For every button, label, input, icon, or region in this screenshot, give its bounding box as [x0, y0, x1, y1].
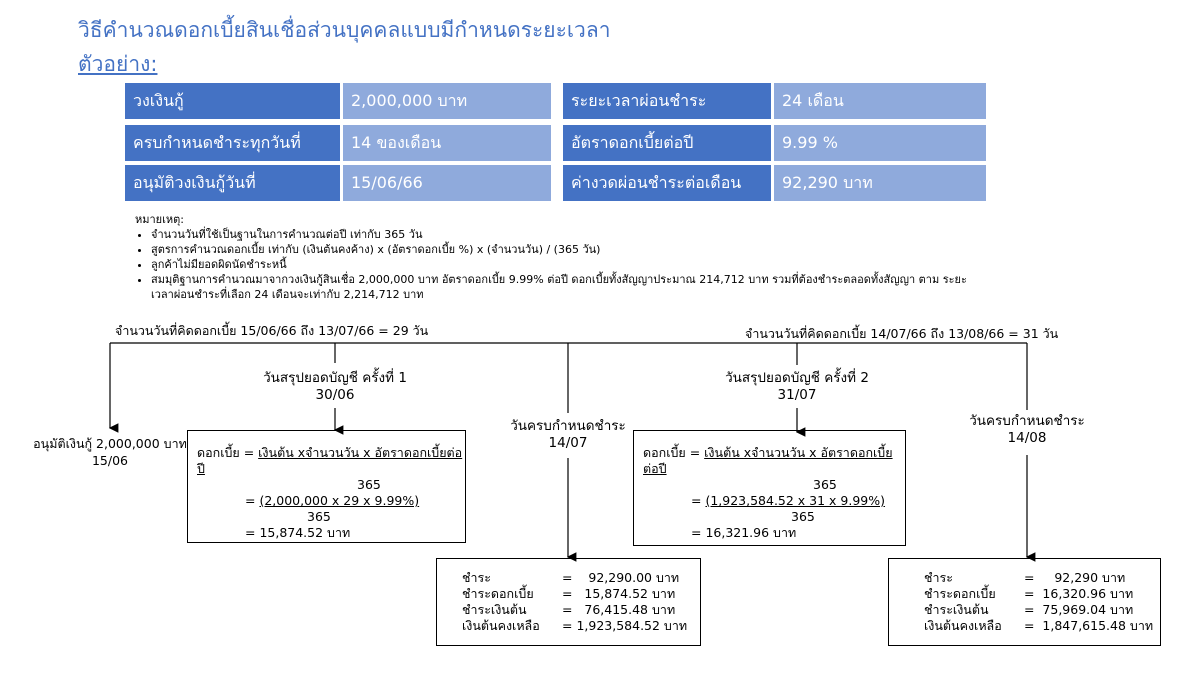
interest-calc-box-1: ดอกเบี้ย = เงินต้น xจำนวนวัน x อัตราดอกเ… — [187, 430, 466, 543]
table-value: 24 เดือน — [774, 83, 986, 119]
payment-label: เงินต้นคงเหลือ — [924, 618, 1002, 633]
period2-label: จำนวนวันที่คิดดอกเบี้ย 14/07/66 ถึง 13/0… — [745, 326, 1059, 341]
table-value: 14 ของเดือน — [343, 125, 551, 161]
approve-date: 15/06 — [91, 453, 129, 468]
calc-denominator: 365 — [813, 477, 837, 492]
calc-eq: = — [691, 493, 706, 508]
table-value: 92,290 บาท — [774, 165, 986, 201]
calc-eq: = — [245, 493, 260, 508]
period1-label: จำนวนวันที่คิดดอกเบี้ย 15/06/66 ถึง 13/0… — [115, 323, 429, 338]
calc-substitution: (1,923,584.52 x 31 x 9.99%) — [705, 493, 886, 508]
due2-text: วันครบกำหนดชำระ — [969, 413, 1085, 429]
calc-substitution: (2,000,000 x 29 x 9.99%) — [259, 493, 420, 508]
payment-box-2: ชำระ = 92,290 บาท ชำระดอกเบี้ย = 16,320.96… — [888, 558, 1161, 646]
page-title: วิธีคำนวณดอกเบี้ยสินเชื่อส่วนบุคคลแบบมีก… — [78, 18, 611, 42]
payment-value: = 76,415.48 บาท — [562, 602, 676, 617]
table-value: 15/06/66 — [343, 165, 551, 201]
payment-value: = 1,847,615.48 บาท — [1024, 618, 1154, 633]
table-label: ค่างวดผ่อนชำระต่อเดือน — [563, 165, 771, 201]
calc-prefix: ดอกเบี้ย = — [197, 445, 259, 460]
due2-date: 14/08 — [1007, 430, 1047, 446]
calc-formula: เงินต้น xจำนวนวัน x อัตราดอกเบี้ยต่อปี — [643, 445, 893, 476]
approve-label: อนุมัติเงินกู้ 2,000,000 บาท 15/06 — [5, 435, 215, 469]
close1-text: วันสรุปยอดบัญชี ครั้งที่ 1 — [263, 370, 407, 386]
payment-value: = 92,290 บาท — [1024, 570, 1126, 585]
notes: หมายเหตุ: จำนวนวันที่ใช้เป็นฐานในการคำนว… — [135, 212, 985, 302]
calc-denominator: 365 — [307, 509, 331, 524]
payment-label: ชำระเงินต้น — [924, 602, 989, 617]
note-item: สูตรการคำนวณดอกเบี้ย เท่ากับ (เงินต้นคงค… — [151, 242, 985, 257]
table-label: อัตราดอกเบี้ยต่อปี — [563, 125, 771, 161]
example-heading: ตัวอย่าง: — [78, 52, 158, 76]
payment-value: = 92,290.00 บาท — [562, 570, 680, 585]
payment-label: ชำระ — [462, 570, 491, 585]
due1-date: 14/07 — [548, 435, 588, 451]
payment-value: = 16,320.96 บาท — [1024, 586, 1134, 601]
calc-prefix: ดอกเบี้ย = — [643, 445, 705, 460]
calc-denominator: 365 — [357, 477, 381, 492]
note-item: ลูกค้าไม่มียอดผิดนัดชำระหนี้ — [151, 257, 985, 272]
calc-result: = 16,321.96 บาท — [691, 525, 797, 540]
due1-text: วันครบกำหนดชำระ — [510, 418, 626, 434]
close2-text: วันสรุปยอดบัญชี ครั้งที่ 2 — [725, 370, 869, 386]
table-label: วงเงินกู้ — [125, 83, 340, 119]
close2-date: 31/07 — [777, 387, 817, 403]
calc-denominator: 365 — [791, 509, 815, 524]
table-value: 9.99 % — [774, 125, 986, 161]
notes-heading: หมายเหตุ: — [135, 213, 184, 226]
table-label: อนุมัติวงเงินกู้วันที่ — [125, 165, 340, 201]
payment-label: เงินต้นคงเหลือ — [462, 618, 540, 633]
payment-box-1: ชำระ = 92,290.00 บาท ชำระดอกเบี้ย = 15,874… — [436, 558, 701, 646]
payment-label: ชำระเงินต้น — [462, 602, 527, 617]
interest-calc-box-2: ดอกเบี้ย = เงินต้น xจำนวนวัน x อัตราดอกเ… — [633, 430, 906, 546]
payment-label: ชำระ — [924, 570, 953, 585]
payment-label: ชำระดอกเบี้ย — [462, 586, 534, 601]
approve-text: อนุมัติเงินกู้ 2,000,000 บาท — [33, 436, 187, 451]
note-item: สมมุติฐานการคำนวณมาจากวงเงินกู้สินเชื่อ … — [151, 272, 985, 302]
table-label: ครบกำหนดชำระทุกวันที่ — [125, 125, 340, 161]
payment-value: = 15,874.52 บาท — [562, 586, 676, 601]
table-label: ระยะเวลาผ่อนชำระ — [563, 83, 771, 119]
payment-value: = 1,923,584.52 บาท — [562, 618, 688, 633]
table-value: 2,000,000 บาท — [343, 83, 551, 119]
note-item: จำนวนวันที่ใช้เป็นฐานในการคำนวณต่อปี เท่… — [151, 227, 985, 242]
calc-result: = 15,874.52 บาท — [245, 525, 351, 540]
close1-date: 30/06 — [315, 387, 355, 403]
payment-label: ชำระดอกเบี้ย — [924, 586, 996, 601]
calc-formula: เงินต้น xจำนวนวัน x อัตราดอกเบี้ยต่อปี — [197, 445, 463, 476]
payment-value: = 75,969.04 บาท — [1024, 602, 1134, 617]
